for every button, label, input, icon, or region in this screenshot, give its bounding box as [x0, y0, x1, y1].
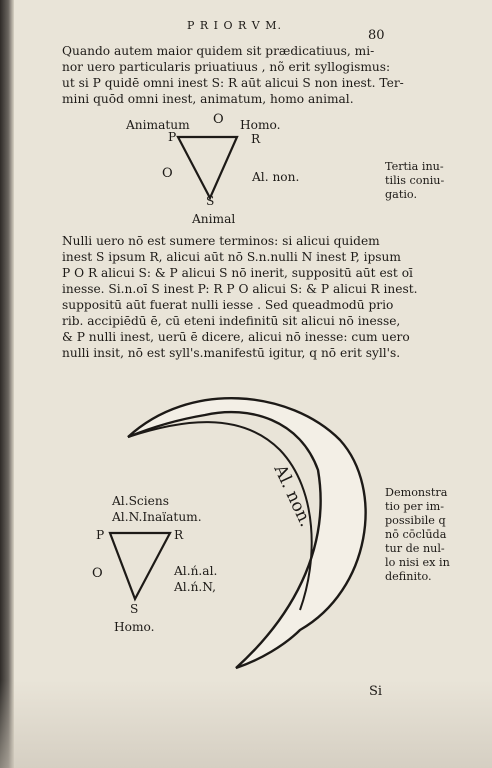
text-line: inesse. Si.n.oī S inest P: R P O alicui … — [62, 282, 418, 296]
crescent-outer — [127, 397, 367, 670]
text-line: P O R alicui S: & P alicui S nō inerit, … — [62, 266, 413, 280]
text-line: ut si P quidē omni inest S: R aūt alicui… — [62, 76, 404, 90]
text-line: mini quōd omni inest, animatum, homo ani… — [62, 92, 354, 106]
page-shadow — [0, 680, 492, 768]
figure1-label: Al. non. — [252, 170, 300, 184]
marginal-note-line: definito. — [385, 570, 432, 583]
figure2-triangle — [108, 531, 172, 602]
text-line: & P nulli inest, uerū ē dicere, alicui n… — [62, 330, 410, 344]
folio-number: 80 — [368, 28, 385, 43]
figure2-vertex-label: O — [92, 566, 103, 581]
text-line: nor uero particularis priuatiuus , nõ er… — [62, 60, 391, 74]
marginal-note-line: lo nisi ex in — [385, 556, 450, 569]
marginal-note-line: nō cōclūda — [385, 528, 447, 541]
figure1-label: Animatum — [126, 118, 190, 132]
marginal-note-line: tur de nul- — [385, 542, 445, 555]
figure2-label: Al.ń.al. — [174, 564, 218, 578]
marginal-note-line: tio per im- — [385, 500, 445, 513]
running-head: P R I O R V M. — [187, 19, 283, 32]
marginal-note-line: Demonstra — [385, 486, 448, 499]
figure2-label: Al.N.Inaïatum. — [112, 510, 202, 524]
text-line: Quando autem maior quidem sit prædicatiu… — [62, 44, 375, 58]
figure2-vertex-label: R — [174, 528, 184, 542]
binding-edge — [0, 0, 14, 768]
figure1-vertex-label: R — [251, 132, 261, 146]
figure2-label: Homo. — [114, 620, 155, 634]
figure1-vertex-label: O — [162, 166, 173, 181]
text-line: nulli insit, nō est syll's.manifestū igi… — [62, 346, 401, 360]
figure1-triangle — [176, 135, 239, 201]
crescent-inner-curve — [127, 421, 313, 611]
text-line: suppositū aūt fuerat nulli iesse . Sed q… — [62, 298, 394, 312]
text-line: Nulli uero nō est sumere terminos: si al… — [62, 234, 380, 248]
text-line: inest S ipsum R, alicui aūt nō S.n.nulli… — [62, 250, 401, 264]
catchword: Si — [369, 684, 383, 699]
figure2-vertex-label: S — [130, 602, 139, 616]
figure2-vertex-label: P — [96, 528, 105, 542]
figure1-vertex-label: S — [206, 194, 215, 208]
marginal-note-line: gatio. — [385, 188, 417, 201]
figure2-label: Al.Sciens — [112, 494, 169, 508]
figure1-label: Animal — [192, 212, 236, 226]
figure1-vertex-label: P — [168, 130, 177, 144]
marginal-note-line: possibile q — [385, 514, 446, 527]
figure1-label: Homo. — [240, 118, 281, 132]
figure1-label: O — [213, 112, 224, 127]
marginal-note-line: Tertia inu- — [385, 160, 444, 173]
text-line: rib. accipiēdū ē, cū eteni indefinitū si… — [62, 314, 401, 328]
marginal-note-line: tilis coniu- — [385, 174, 445, 187]
figure2-label: Al.ń.N, — [174, 580, 217, 594]
